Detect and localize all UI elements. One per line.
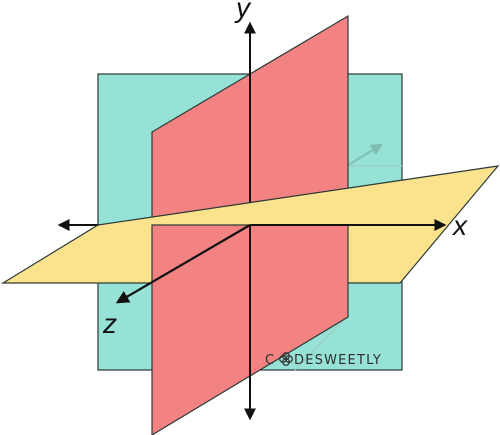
y-axis-label: y xyxy=(234,0,252,23)
watermark-text-left: C xyxy=(265,353,275,368)
watermark-text-right: DESWEETLY xyxy=(294,353,382,368)
z-axis-positive xyxy=(115,224,251,304)
x-axis-label: x xyxy=(451,210,468,241)
z-axis-label: z xyxy=(102,308,117,339)
interlocked-rings-icon xyxy=(279,352,293,366)
